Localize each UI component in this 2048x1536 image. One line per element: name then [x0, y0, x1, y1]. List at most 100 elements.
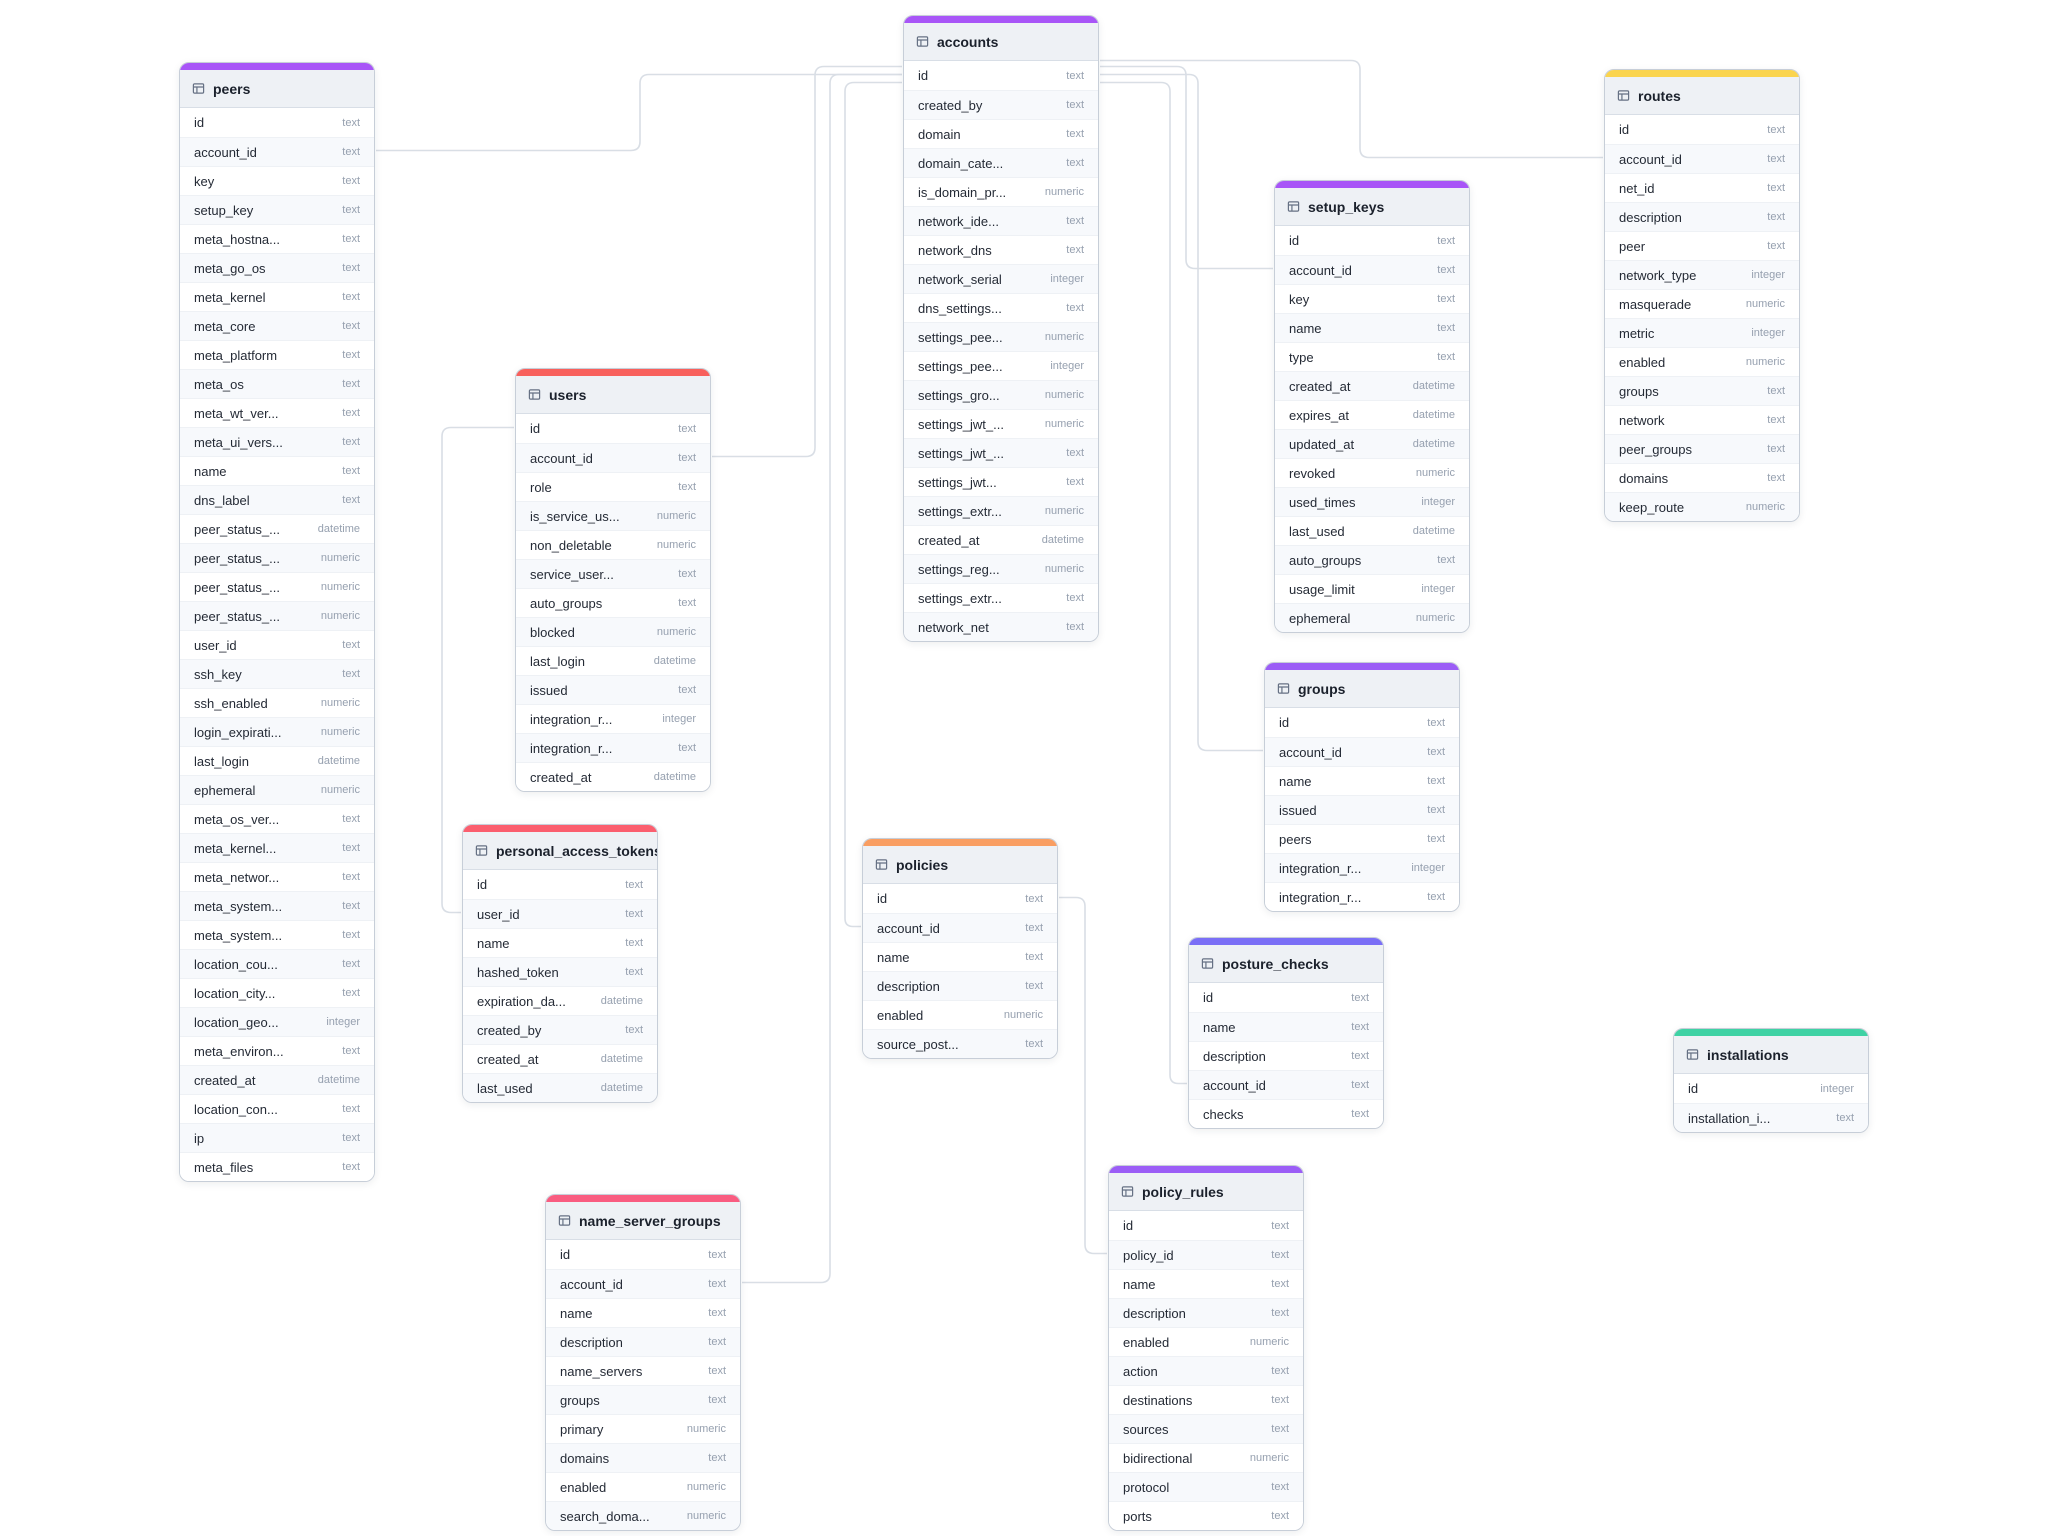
- table-header[interactable]: routes: [1605, 77, 1799, 115]
- field-row[interactable]: expiration_da...datetime: [463, 986, 657, 1015]
- field-row[interactable]: location_city...text: [180, 978, 374, 1007]
- field-row[interactable]: settings_extr...numeric: [904, 496, 1098, 525]
- relation-line[interactable]: [1100, 81, 1187, 1085]
- field-row[interactable]: network_ide...text: [904, 206, 1098, 235]
- relation-line[interactable]: [1100, 65, 1273, 270]
- relation-line[interactable]: [712, 65, 902, 458]
- field-row[interactable]: is_service_us...numeric: [516, 501, 710, 530]
- relation-line[interactable]: [742, 73, 902, 1284]
- relation-line[interactable]: [1100, 73, 1263, 752]
- field-row[interactable]: settings_gro...numeric: [904, 380, 1098, 409]
- field-row[interactable]: integration_r...integer: [516, 704, 710, 733]
- table-header[interactable]: policies: [863, 846, 1057, 884]
- table-header[interactable]: personal_access_tokens: [463, 832, 657, 870]
- field-row[interactable]: settings_extr...text: [904, 583, 1098, 612]
- field-row[interactable]: meta_environ...text: [180, 1036, 374, 1065]
- field-row[interactable]: service_user...text: [516, 559, 710, 588]
- relation-line[interactable]: [1059, 896, 1107, 1255]
- field-row[interactable]: settings_jwt_...numeric: [904, 409, 1098, 438]
- field-row[interactable]: meta_ui_vers...text: [180, 427, 374, 456]
- field-row[interactable]: integration_r...integer: [1265, 853, 1459, 882]
- field-row[interactable]: integration_r...text: [516, 733, 710, 762]
- field-row[interactable]: peer_status_...numeric: [180, 601, 374, 630]
- relation-line[interactable]: [441, 426, 514, 914]
- field-row[interactable]: meta_hostna...text: [180, 224, 374, 253]
- field-row[interactable]: location_con...text: [180, 1094, 374, 1123]
- field-row[interactable]: is_domain_pr...numeric: [904, 177, 1098, 206]
- relation-line[interactable]: [1100, 59, 1603, 159]
- field-row[interactable]: meta_wt_ver...text: [180, 398, 374, 427]
- table-header[interactable]: installations: [1674, 1036, 1868, 1074]
